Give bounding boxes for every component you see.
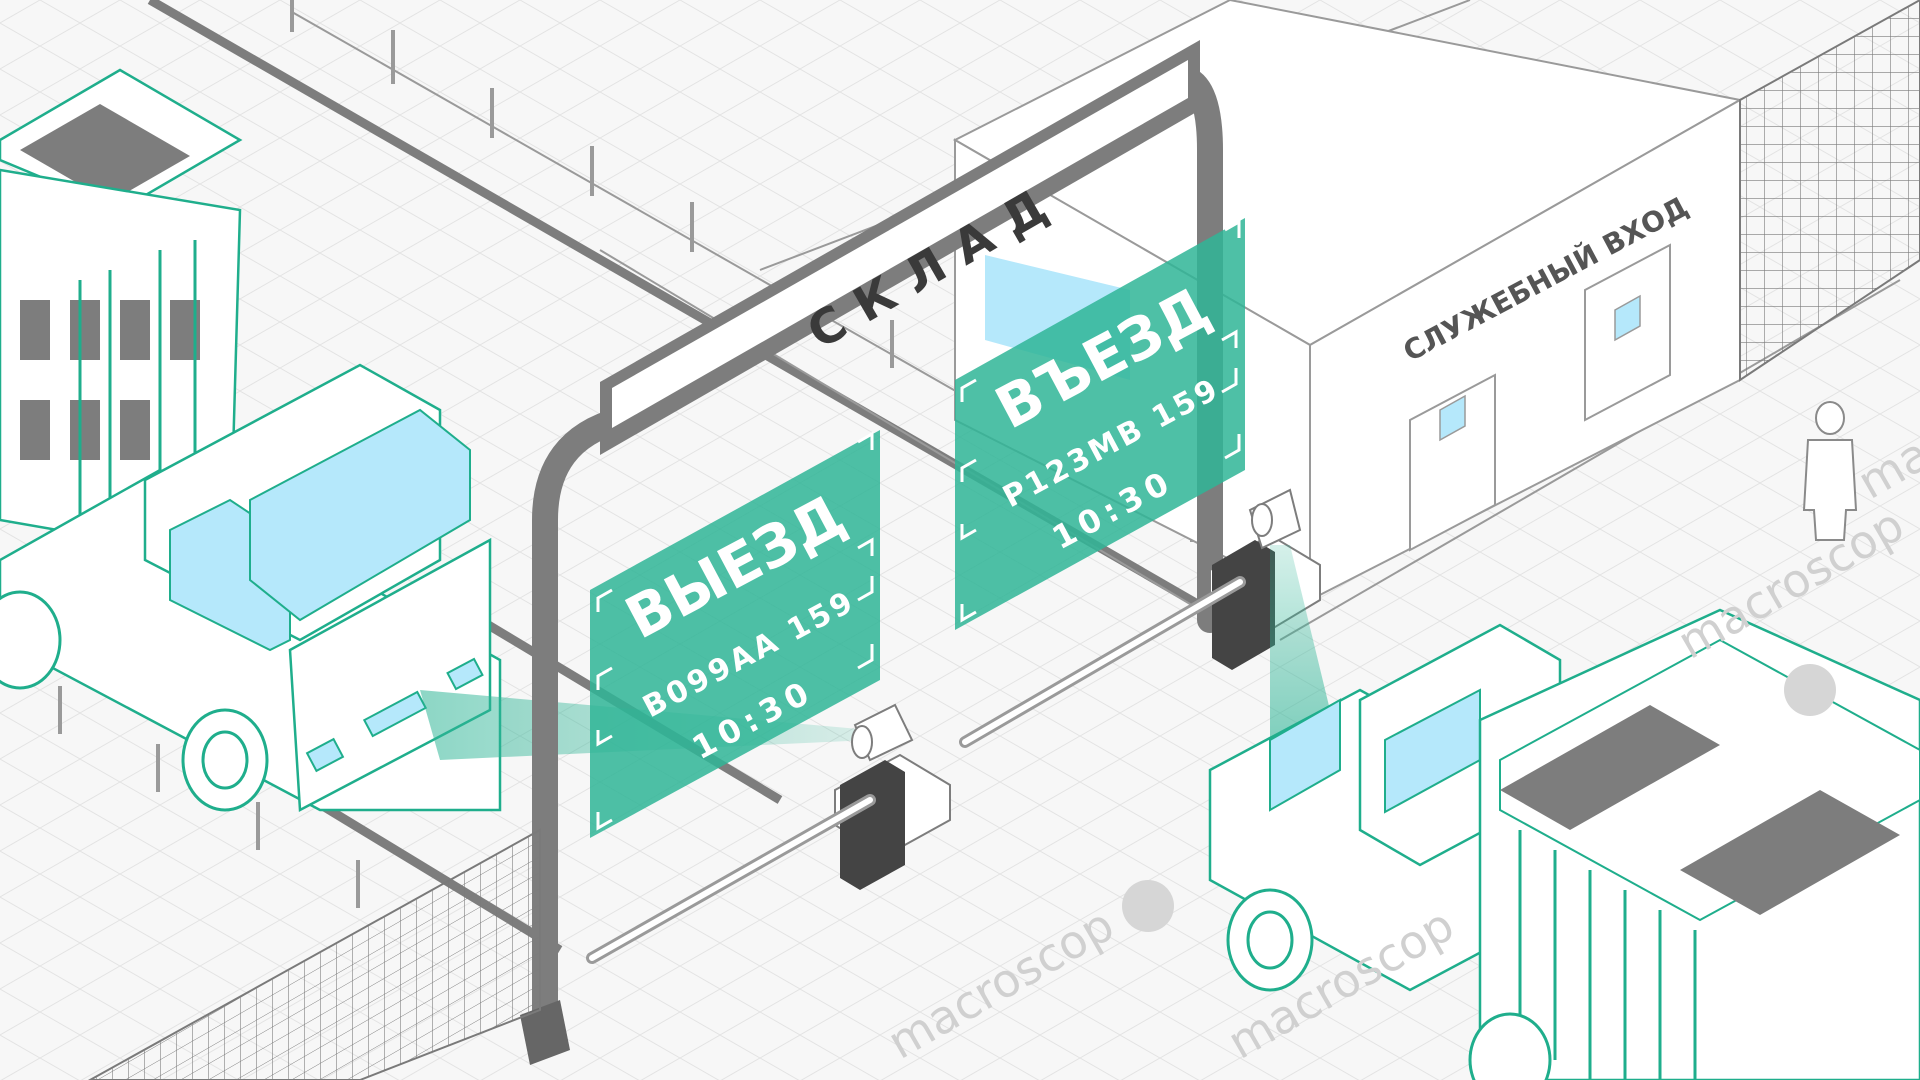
fence-posts-left <box>58 686 360 908</box>
camera-icon <box>851 703 914 762</box>
right-camera-beam <box>1270 545 1330 740</box>
right-truck <box>1208 608 1920 1080</box>
person-icon <box>1802 401 1858 541</box>
front-fence <box>87 828 541 1080</box>
warehouse-sign-board <box>612 60 1188 428</box>
entry-recognition-panel: ВЪЕЗД Р123МВ 159 10:30 <box>955 218 1245 630</box>
left-building <box>0 68 243 562</box>
service-door-left <box>1409 373 1496 552</box>
left-truck <box>0 363 502 813</box>
right-fence <box>1739 0 1920 382</box>
barrier-icon <box>586 753 951 964</box>
camera-right <box>1248 488 1302 550</box>
